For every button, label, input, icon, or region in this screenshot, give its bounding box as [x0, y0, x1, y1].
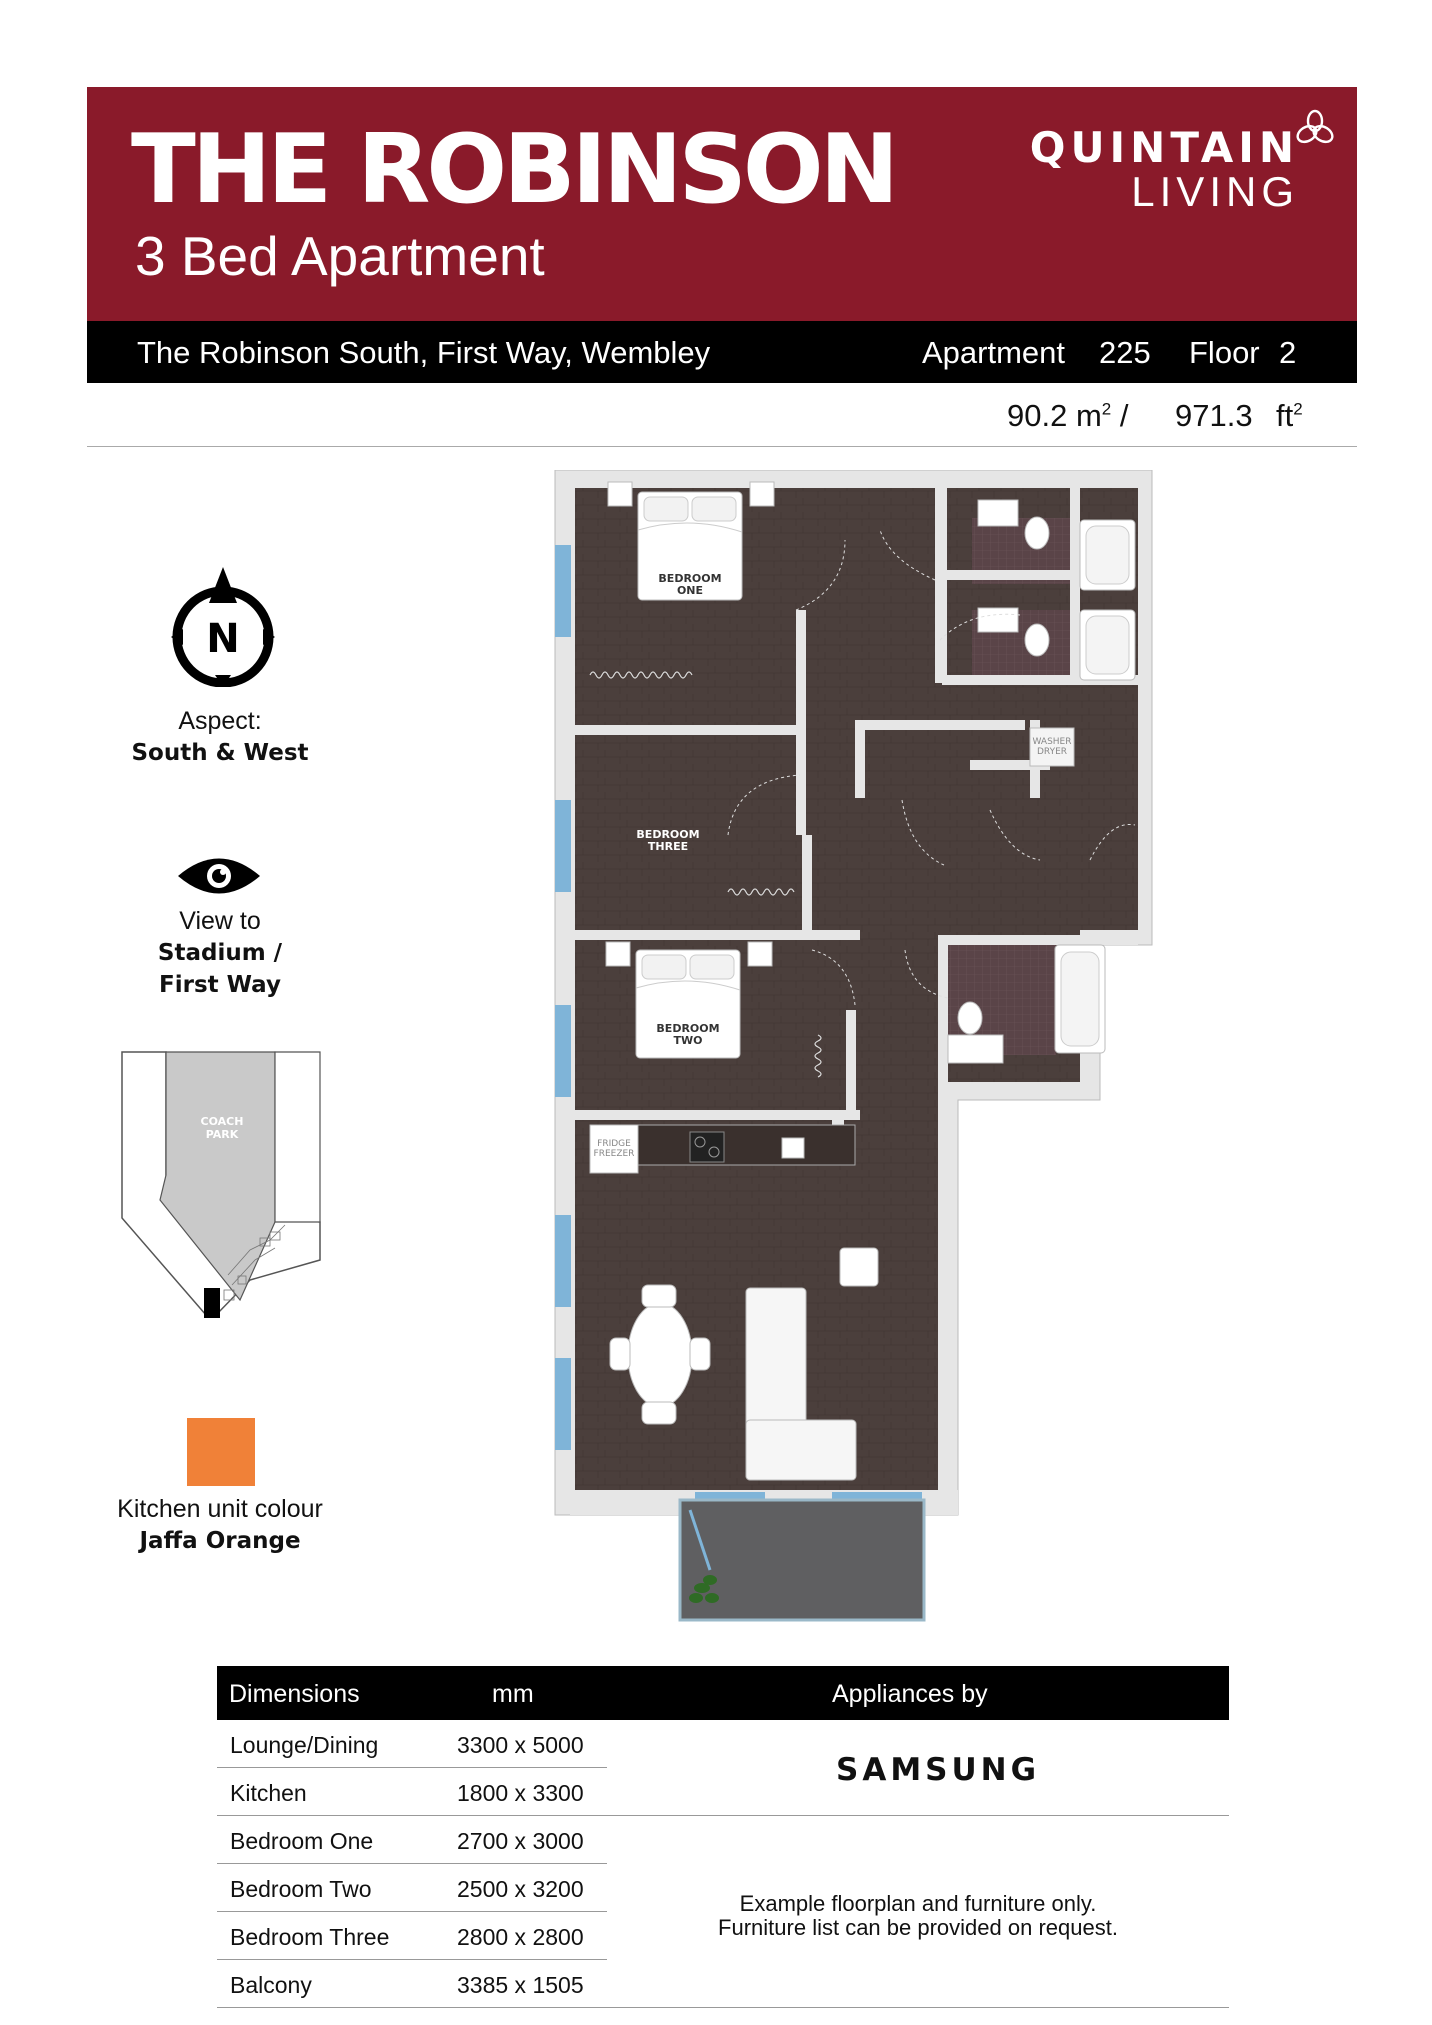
- header-dimensions: Dimensions: [229, 1680, 360, 1708]
- info-bar: The Robinson South, First Way, Wembley A…: [87, 321, 1357, 383]
- table-row: Lounge/Dining 3300 x 5000: [217, 1720, 607, 1768]
- divider: [607, 1815, 1229, 1816]
- bedroom-one-label-2: ONE: [677, 584, 703, 597]
- divider: [87, 446, 1357, 447]
- washer-label-2: DRYER: [1037, 747, 1067, 757]
- kitchen-block: Kitchen unit colour Jaffa Orange: [90, 1494, 350, 1557]
- aspect-label: Aspect:: [178, 707, 262, 735]
- header-unit: mm: [492, 1680, 534, 1708]
- table-row: Bedroom Three 2800 x 2800: [217, 1912, 607, 1960]
- table-row: Kitchen 1800 x 3300: [217, 1768, 607, 1816]
- fridge-label: FRIDGE: [597, 1139, 631, 1149]
- kitchen-label: Kitchen unit colour: [117, 1495, 323, 1523]
- appliance-brand-logo: SAMSUNG: [836, 1752, 1041, 1788]
- apartment-label: Apartment: [922, 335, 1066, 370]
- kitchen-value: Jaffa Orange: [139, 1528, 301, 1555]
- site-plan: COACH PARK: [121, 1051, 321, 1318]
- divider: [607, 2007, 1229, 2008]
- eye-icon: [178, 858, 260, 894]
- brand-line-1: QUINTAIN: [1029, 123, 1299, 172]
- header-banner: THE ROBINSON 3 Bed Apartment QUINTAIN LI…: [87, 87, 1357, 321]
- table-row: Bedroom Two 2500 x 3200: [217, 1864, 607, 1912]
- bedroom-three-label: BEDROOM: [636, 828, 699, 841]
- floor-number: 2: [1279, 335, 1297, 370]
- aspect-value: South & West: [131, 740, 309, 767]
- brand-logo: QUINTAIN LIVING: [1030, 127, 1299, 213]
- dimensions-header: Dimensions mm Appliances by: [217, 1666, 1229, 1720]
- brand-trefoil-icon: [1296, 109, 1334, 144]
- kitchen-colour-swatch: [187, 1418, 255, 1486]
- compass-north-icon: N: [171, 567, 275, 687]
- address: The Robinson South, First Way, Wembley: [137, 335, 711, 370]
- table-row: Balcony 3385 x 1505: [217, 1960, 607, 2008]
- fridge-label-2: FREEZER: [594, 1149, 635, 1159]
- floorplan: BEDROOM ONE BEDROOM THREE BEDROOM TWO WA…: [554, 470, 1153, 1622]
- apartment-type: 3 Bed Apartment: [135, 225, 545, 287]
- table-row: Bedroom One 2700 x 3000: [217, 1816, 607, 1864]
- floor-label: Floor: [1189, 335, 1260, 370]
- apartment-number: 225: [1099, 335, 1151, 370]
- bedroom-two-label: BEDROOM: [656, 1022, 719, 1035]
- site-label-2: PARK: [206, 1128, 239, 1141]
- view-label: View to: [179, 907, 261, 935]
- bedroom-two-label-2: TWO: [674, 1034, 703, 1047]
- area-sqft-unit: ft2: [1276, 398, 1303, 433]
- page-title: THE ROBINSON: [131, 115, 899, 225]
- area-sqm: 90.2 m2 /: [1007, 398, 1129, 433]
- area-sqft: 971.3: [1175, 398, 1253, 433]
- bedroom-three-label-2: THREE: [648, 840, 688, 853]
- bedroom-one-label: BEDROOM: [658, 572, 721, 585]
- compass-letter: N: [206, 616, 239, 662]
- disclaimer-note: Example floorplan and furniture only. Fu…: [718, 1891, 1118, 1941]
- header-appliances: Appliances by: [832, 1680, 988, 1708]
- view-value-1: Stadium /: [157, 940, 283, 967]
- view-block: View to Stadium / First Way: [90, 906, 350, 1000]
- washer-label: WASHER: [1033, 737, 1072, 747]
- site-label-1: COACH: [201, 1115, 244, 1128]
- aspect-block: Aspect: South & West: [90, 706, 350, 769]
- dimensions-table: Dimensions mm Appliances by: [217, 1666, 1229, 1720]
- brand-line-2: LIVING: [1131, 168, 1299, 215]
- view-value-2: First Way: [159, 971, 281, 998]
